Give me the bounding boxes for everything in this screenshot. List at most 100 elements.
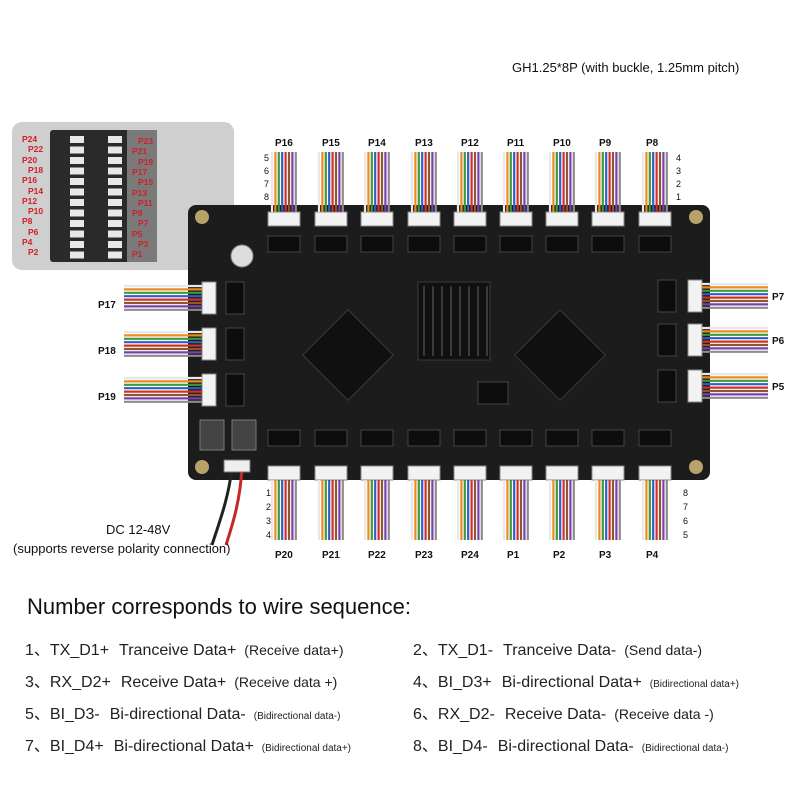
phy-chip — [314, 235, 348, 253]
legend-item: 4、BI_D3+Bi-directional Data+(Bidirection… — [413, 668, 739, 692]
inset-pin-label: P16 — [22, 175, 38, 186]
legend-description: Bi-directional Data- — [109, 706, 246, 723]
legend-code: 1、TX_D1+ — [25, 642, 110, 659]
capacitor — [230, 244, 254, 268]
legend-item: 7、BI_D4+Bi-directional Data+(Bidirection… — [25, 732, 351, 756]
phy-chip — [225, 281, 245, 315]
header-pin — [108, 178, 122, 185]
pin-number: 7 — [683, 502, 689, 512]
legend-note: (Receive data +) — [234, 674, 338, 690]
inset-pin-label: P24 — [22, 134, 38, 144]
rj-connector — [499, 211, 533, 227]
left-port-label: P19 — [98, 392, 116, 403]
pin-number: 1 — [266, 488, 272, 498]
pin-number: 8 — [264, 192, 270, 202]
inset-pin-label: P4 — [22, 237, 33, 247]
inset-pin-label: P19 — [138, 156, 154, 167]
phy-chip — [657, 369, 677, 403]
right-heatsink — [514, 309, 606, 401]
phy-chip — [657, 323, 677, 357]
phy-chip — [545, 429, 579, 447]
left-port-label: P17 — [98, 300, 116, 311]
legend-item: 2、TX_D1-Tranceive Data-(Send data-) — [413, 636, 702, 660]
bottom-port-label: P20 — [275, 550, 293, 561]
top-port-label: P15 — [322, 138, 340, 149]
inset-pin-label: P22 — [28, 144, 44, 155]
mounting-hole — [195, 210, 209, 224]
header-pin — [70, 188, 84, 196]
legend-note: (Receive data -) — [614, 706, 714, 722]
rj-connector — [407, 465, 441, 481]
inset-pin-label: P10 — [28, 206, 44, 217]
legend-description: Bi-directional Data+ — [113, 738, 254, 755]
phy-chip — [314, 429, 348, 447]
legend-description: Receive Data- — [504, 706, 607, 723]
header-pin — [108, 136, 122, 143]
pin-number: 8 — [683, 488, 689, 498]
legend-note: (Bidirectional data+) — [261, 743, 352, 754]
rj-connector — [360, 465, 394, 481]
header-pin — [108, 188, 122, 196]
rj-connector — [638, 211, 672, 227]
rj-connector — [201, 373, 217, 407]
header-pin — [108, 157, 122, 164]
inset-pin-label: P9 — [132, 208, 143, 219]
header-pin — [108, 241, 122, 248]
legend-item: 1、TX_D1+Tranceive Data+(Receive data+) — [25, 636, 344, 660]
rj-connector — [545, 211, 579, 227]
inset-pin-label: P14 — [28, 185, 44, 196]
legend-note: (Receive data+) — [244, 642, 344, 658]
header-pin — [70, 241, 84, 248]
legend-code: 5、BI_D3- — [25, 706, 100, 723]
header-pin — [70, 146, 84, 154]
phy-chip — [545, 235, 579, 253]
bottom-port-label: P2 — [553, 550, 566, 561]
legend-description: Tranceive Data- — [503, 642, 617, 659]
top-port-label: P16 — [275, 138, 293, 149]
header-pin — [70, 157, 84, 164]
header-pin — [70, 251, 84, 259]
phy-chip — [638, 235, 672, 253]
pin-number: 4 — [266, 530, 272, 540]
top-port-label: P14 — [368, 138, 386, 149]
header-pin — [70, 230, 84, 238]
power-connector — [223, 459, 251, 473]
inset-pin-label: P23 — [138, 136, 154, 146]
header-pin — [108, 199, 122, 206]
header-pin — [108, 146, 122, 154]
rj-connector — [407, 211, 441, 227]
rj-connector — [499, 465, 533, 481]
inductor — [231, 419, 257, 451]
inset-pin-label: P6 — [28, 226, 39, 237]
bottom-port-label: P4 — [646, 550, 659, 561]
phy-chip — [360, 235, 394, 253]
inset-pin-label: P3 — [138, 239, 149, 249]
phy-chip — [267, 429, 301, 447]
pin-number: 2 — [676, 179, 682, 189]
rj-connector — [453, 465, 487, 481]
phy-chip — [499, 429, 533, 447]
inset-pin-label: P5 — [132, 228, 143, 239]
header-pin — [108, 220, 122, 227]
phy-chip — [407, 429, 441, 447]
inset-pin-label: P15 — [138, 177, 154, 188]
phy-chip — [225, 327, 245, 361]
small-chip — [477, 381, 509, 405]
rj-connector — [453, 211, 487, 227]
pin-number: 6 — [683, 516, 689, 526]
power-voltage-label: DC 12-48V — [106, 522, 171, 537]
header-pin — [108, 209, 122, 217]
mounting-hole — [195, 460, 209, 474]
bottom-port-label: P3 — [599, 550, 612, 561]
pin-number: 6 — [264, 166, 270, 176]
phy-chip — [360, 429, 394, 447]
rj-connector — [267, 211, 301, 227]
legend-item: 5、BI_D3-Bi-directional Data-(Bidirection… — [25, 700, 340, 724]
legend-code: 2、TX_D1- — [413, 642, 494, 659]
central-heatsink — [417, 281, 491, 361]
phy-chip — [453, 429, 487, 447]
phy-chip — [638, 429, 672, 447]
header-pin — [70, 209, 84, 217]
inset-pin-label: P1 — [132, 249, 143, 260]
legend-item: 8、BI_D4-Bi-directional Data-(Bidirection… — [413, 732, 728, 756]
